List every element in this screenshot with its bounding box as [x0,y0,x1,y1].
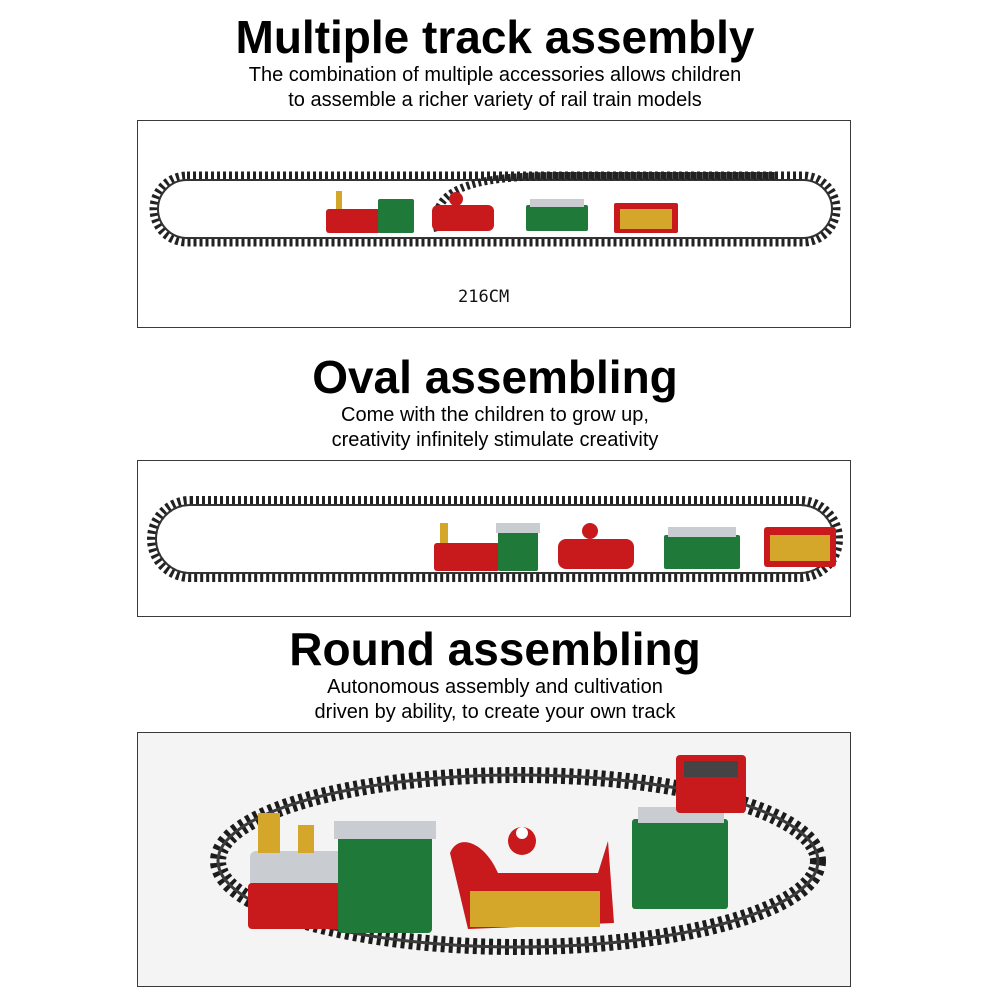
coal-load [684,761,738,777]
outer-track-rail [157,179,833,239]
cab-roof [496,523,540,533]
train-set-2 [434,523,836,571]
santa-sleigh-car [432,205,494,231]
cargo-car [632,819,728,909]
section-3-subtitle-line-1: Autonomous assembly and cultivation [327,676,663,698]
section-3-subtitle-line-2: driven by ability, to create your own tr… [314,701,676,723]
cargo-load [530,199,584,207]
section-2-subtitle-line-1: Come with the children to grow up, [341,404,649,426]
train-set-3 [248,755,746,933]
track-length-label: 216CM [458,287,510,307]
multiple-track-illustration [149,171,841,247]
cargo-car [526,205,588,231]
coal-car-panel [620,209,672,229]
santa-figure [449,192,463,206]
train-set-1 [326,191,678,233]
section-2-title: Oval assembling [312,351,678,403]
dome [298,825,314,853]
round-track-photo [137,732,851,987]
cab-roof [334,821,436,839]
section-2-subtitle: Come with the children to grow up, creat… [0,403,990,453]
santa-figure [582,523,598,539]
cargo-car [664,535,740,569]
section-1-subtitle-line-1: The combination of multiple accessories … [248,64,742,86]
locomotive [434,543,500,571]
smokestack [336,191,342,209]
smokestack [258,813,280,853]
section-3-subtitle: Autonomous assembly and cultivation driv… [0,675,990,725]
santa-beard [516,827,528,839]
locomotive-cab [338,829,432,933]
round-track-illustration [138,733,850,986]
locomotive-cab [498,531,538,571]
section-1-title: Multiple track assembly [235,11,755,63]
oval-track-illustration [147,496,843,582]
santa-sleigh-car [558,539,634,569]
round-track-rail [216,773,820,949]
locomotive [326,209,381,233]
locomotive-cab [378,199,414,233]
santa-figure [508,827,536,855]
oval-track-photo [137,460,851,617]
smokestack [440,523,448,543]
multiple-track-photo: 216CM [137,120,851,328]
oval-track [147,496,843,582]
cargo-load [668,527,736,537]
outer-track [149,171,841,247]
section-1-subtitle: The combination of multiple accessories … [0,63,990,113]
section-1-subtitle-line-2: to assemble a richer variety of rail tra… [288,89,702,111]
section-3-title: Round assembling [289,623,701,675]
coal-car-panel [770,535,830,561]
section-2-subtitle-line-2: creativity infinitely stimulate creativi… [331,429,659,451]
sleigh-panel [470,891,600,927]
